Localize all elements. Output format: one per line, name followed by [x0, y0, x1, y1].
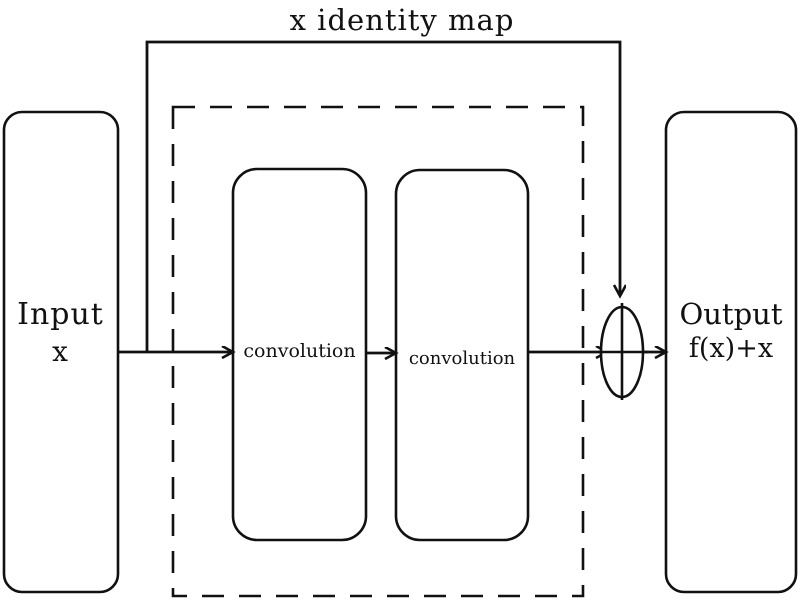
output-block	[664, 110, 798, 594]
input-block	[2, 110, 120, 594]
convolution-block-2	[394, 168, 530, 542]
identity-skip-connection	[145, 40, 620, 352]
convolution-block-1	[231, 167, 368, 542]
residual-block-boundary	[171, 105, 585, 598]
